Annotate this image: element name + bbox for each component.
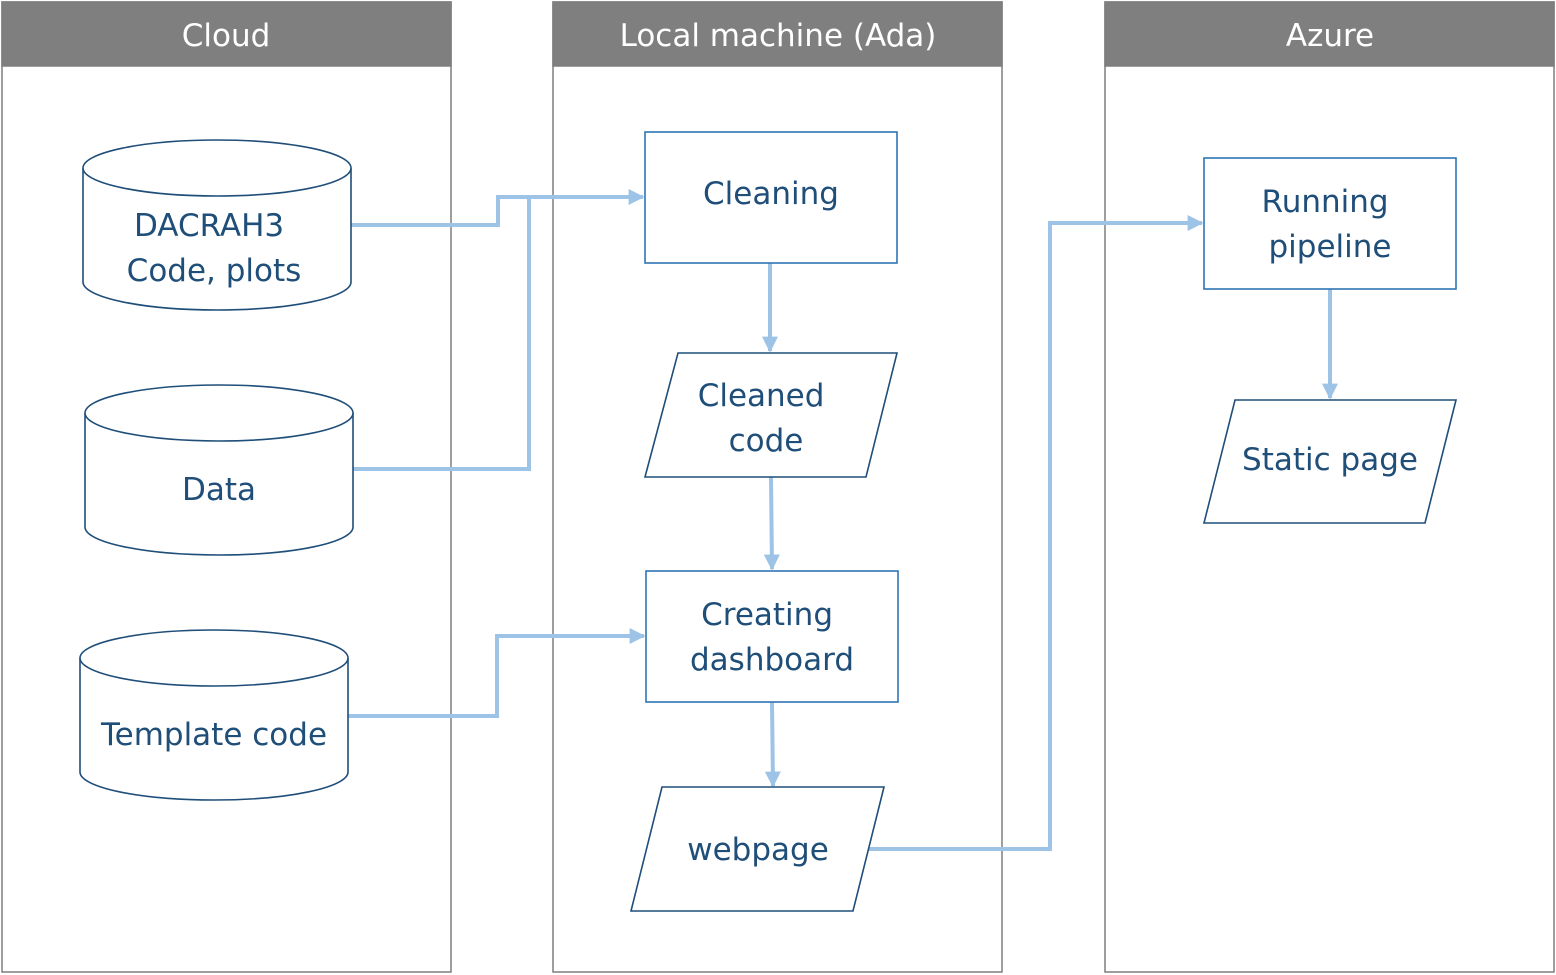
node-dacrah3-line2: Code, plots (127, 253, 302, 289)
node-dacrah3: DACRAH3 Code, plots (82, 139, 352, 311)
node-data: Data (84, 384, 354, 556)
node-webpage: webpage (629, 786, 886, 912)
node-cleaning-label: Cleaning (703, 176, 839, 212)
node-creating-dashboard-label: Creating dashboard (690, 597, 854, 678)
node-creating-dashboard-line1: Creating (701, 597, 833, 633)
node-cleaning: Cleaning (644, 131, 898, 264)
database-shape (84, 413, 354, 556)
data-parallelogram (629, 786, 886, 912)
node-static-page-label: Static page (1242, 442, 1418, 478)
database-top (84, 384, 354, 442)
lane-cloud-title: Cloud (182, 18, 271, 54)
node-cleaned-code-line2: code (729, 423, 804, 459)
lane-azure-header (1104, 1, 1555, 67)
node-creating-dashboard: Creating dashboard (645, 570, 899, 703)
lane-local-header (552, 1, 1003, 67)
process-box (1203, 157, 1457, 290)
connector-dashboard-to-webpage (764, 701, 781, 788)
lane-local-title: Local machine (Ada) (620, 18, 937, 54)
lane-cloud-header (1, 1, 452, 67)
database-top (82, 139, 352, 197)
node-template-code: Template code (79, 629, 349, 801)
connector-cleaned-code-to-dashboard (763, 476, 780, 571)
node-running-pipeline: Running pipeline (1203, 157, 1457, 290)
node-static-page: Static page (1202, 399, 1458, 524)
node-cleaned-code-line1: Cleaned (698, 378, 825, 414)
lane-azure-title: Azure (1286, 18, 1374, 54)
node-dacrah3-line1: DACRAH3 (134, 208, 284, 244)
node-data-label: Data (182, 472, 256, 508)
data-parallelogram (643, 352, 899, 478)
connector-data-to-cleaning (353, 195, 560, 471)
data-parallelogram (1202, 399, 1458, 524)
database-shape (79, 658, 349, 801)
node-dacrah3-label: DACRAH3 Code, plots (127, 208, 302, 289)
connector-dacrah3-to-cleaning (351, 189, 645, 227)
database-top (79, 629, 349, 687)
connector-webpage-to-pipeline (869, 215, 1204, 851)
process-box (644, 131, 898, 264)
database-shape (82, 168, 352, 311)
node-cleaned-code-label: Cleaned code (698, 378, 835, 459)
node-creating-dashboard-line2: dashboard (690, 642, 854, 678)
node-cleaned-code: Cleaned code (643, 352, 899, 478)
node-running-pipeline-label: Running pipeline (1262, 184, 1399, 265)
node-template-code-label: Template code (100, 717, 327, 753)
connector-template-to-dashboard (348, 628, 646, 718)
node-webpage-label: webpage (687, 832, 829, 868)
node-running-pipeline-line2: pipeline (1269, 229, 1392, 265)
process-box (645, 570, 899, 703)
node-running-pipeline-line1: Running (1262, 184, 1389, 220)
